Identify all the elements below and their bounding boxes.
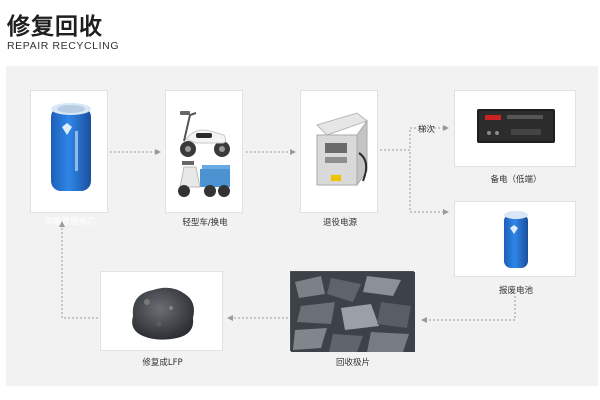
- node-lfp-label: 修复成LFP: [142, 358, 183, 368]
- lfp-powder-image: [132, 287, 194, 340]
- node-storage-label: 备电（低端）: [490, 175, 542, 185]
- node-scrap-label: 报废电池: [498, 286, 533, 296]
- node-retired: 退役电源: [300, 90, 378, 228]
- node-scrap-sheets: 回收极片: [290, 271, 415, 368]
- node-cell: 磷酸铁锂电芯: [30, 90, 108, 227]
- electrode-fragments-image: [291, 272, 415, 352]
- scrap-battery-image: [504, 211, 528, 268]
- cylindrical-battery-image: [51, 103, 91, 191]
- page-title: 修复回收: [7, 14, 103, 40]
- node-cell-label: 磷酸铁锂电芯: [44, 217, 96, 227]
- rack-battery-image: [477, 109, 555, 143]
- ev-vehicles-image: [178, 111, 230, 197]
- edge-cascade-label: 梯次: [418, 125, 436, 135]
- node-scrap: 报废电池: [454, 201, 576, 296]
- scooter-icon: [180, 111, 230, 157]
- tricycle-icon: [178, 161, 230, 197]
- node-retired-label: 退役电源: [322, 218, 357, 228]
- node-storage: 备电（低端）: [454, 90, 576, 185]
- page-subtitle: REPAIR RECYCLING: [7, 40, 120, 52]
- node-ev: 轻型车/换电: [165, 90, 243, 228]
- node-scrap-sheets-label: 回收极片: [335, 358, 370, 368]
- node-ev-label: 轻型车/换电: [182, 218, 228, 228]
- node-lfp: 修复成LFP: [100, 271, 223, 368]
- retired-power-unit-image: [316, 112, 369, 187]
